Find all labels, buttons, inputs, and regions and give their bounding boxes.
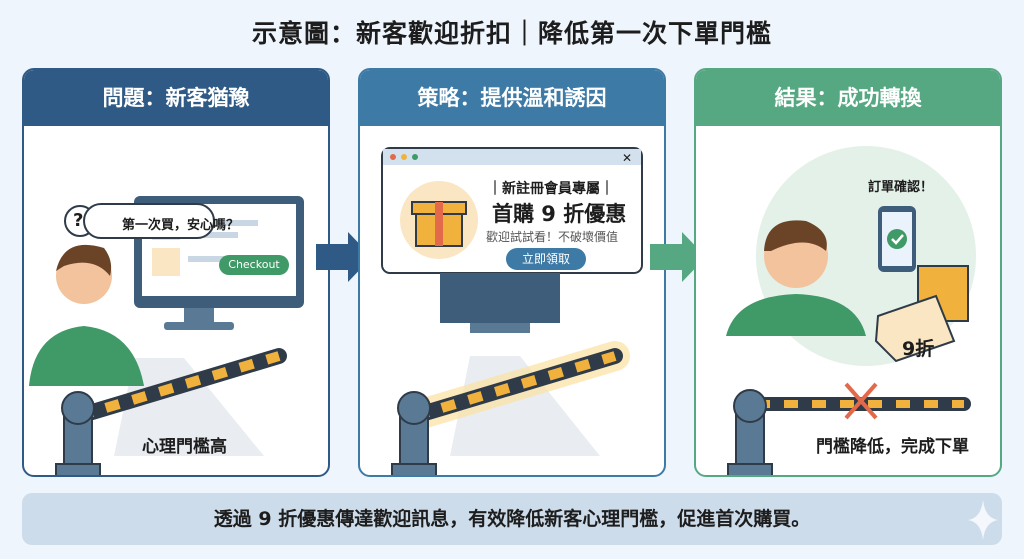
- popup-subtitle: 歡迎試試看！不破壞價值: [486, 230, 619, 244]
- problem-illustration: [29, 196, 304, 475]
- popup-title: 首購 9 折優惠: [492, 202, 627, 226]
- panel-strategy: 策略：提供溫和誘因 ✕ ｜新註冊會員專屬｜ 首購 9 折優惠 歡迎試試看！不破壞…: [358, 68, 666, 477]
- discount-tag-label: 9折: [902, 338, 935, 360]
- cross-icon: [844, 382, 878, 420]
- barrier-glowing: [391, 341, 630, 475]
- popup-tag: ｜新註冊會員專屬｜: [488, 181, 614, 197]
- sparkle-icon: [968, 500, 998, 540]
- close-icon[interactable]: ✕: [622, 151, 633, 165]
- checkout-button[interactable]: Checkout: [219, 255, 289, 275]
- bag-icon: [152, 248, 180, 276]
- panel-header: 策略：提供溫和誘因: [360, 70, 664, 126]
- barrier-closed: [55, 348, 287, 475]
- summary-banner: 透過 9 折優惠傳達歡迎訊息，有效降低新客心理門檻，促進首次購買。: [22, 493, 1002, 545]
- question-icon: ?: [73, 210, 84, 231]
- panel-problem: 問題：新客猶豫 ? 第一次買，安心嗎？ Checkout 心理門檻高: [22, 68, 330, 477]
- panel-result: 結果：成功轉換 訂單確認！ 9折 門檻降低，完成下單: [694, 68, 1002, 477]
- thought-bubble: 第一次買，安心嗎？: [122, 218, 240, 233]
- gift-icon: [411, 201, 467, 247]
- caption: 門檻降低，完成下單: [816, 437, 969, 457]
- strategy-illustration: [381, 147, 643, 475]
- caption: 心理門檻高: [142, 437, 227, 457]
- order-confirmed-label: 訂單確認！: [868, 180, 934, 195]
- check-icon: [887, 229, 907, 249]
- panel-header: 結果：成功轉換: [696, 70, 1000, 126]
- result-illustration: [726, 146, 976, 475]
- claim-button[interactable]: 立即領取: [506, 248, 586, 270]
- arrow-right-icon: [650, 232, 706, 282]
- diagram-title: 示意圖：新客歡迎折扣｜降低第一次下單門檻: [251, 19, 772, 48]
- panel-header: 問題：新客猶豫: [24, 70, 328, 126]
- barrier-lowered: [727, 382, 971, 475]
- discount-tag: [874, 294, 956, 363]
